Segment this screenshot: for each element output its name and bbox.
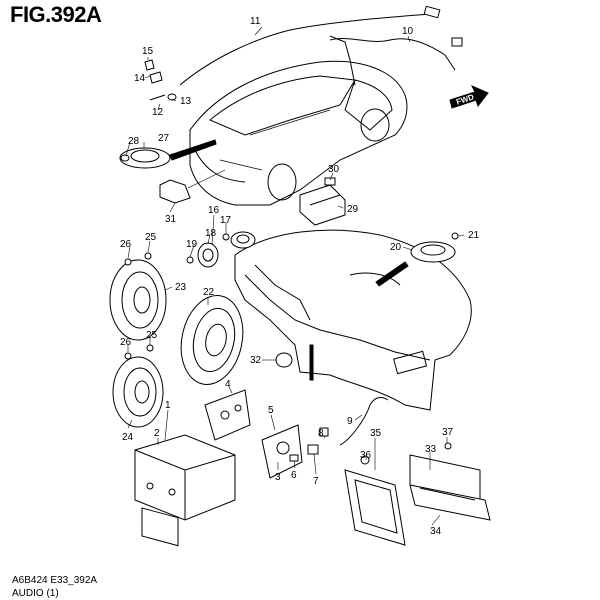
front-speaker-large [180,295,244,385]
callout-3: 3 [275,472,281,483]
callout-20: 20 [390,242,402,253]
plug [275,352,293,368]
callout-23: 23 [175,282,187,293]
callout-25: 25 [145,232,157,243]
callout-36: 36 [360,450,372,461]
diagram-subtitle: AUDIO (1) [12,588,59,599]
callout-35: 35 [370,428,382,439]
callout-7: 7 [313,476,319,487]
trim-bezel [344,455,406,546]
door-speaker-upper [109,252,167,341]
callout-34: 34 [430,526,442,537]
callout-13: 13 [180,96,192,107]
tweeters-center [186,231,256,268]
callout-18: 18 [205,228,217,239]
fwd-arrow-badge: FWD [449,84,489,109]
callout-29: 29 [347,204,359,215]
callout-5: 5 [268,405,274,416]
callout-2: 2 [154,428,160,439]
callout-27: 27 [158,133,170,144]
callout-8: 8 [318,428,324,439]
door-speaker-lower [112,344,164,428]
bracket [159,169,226,204]
callout-21: 21 [468,230,480,241]
model-code: A6B424 E33_392A [12,575,98,586]
small-clips [144,59,177,101]
callout-19: 19 [186,239,198,250]
callout-15: 15 [142,46,154,57]
callout-4: 4 [225,379,231,390]
callout-17: 17 [220,215,232,226]
callout-6: 6 [291,470,297,481]
antenna-cable [179,5,463,86]
callout-22: 22 [203,287,215,298]
callout-28: 28 [128,136,140,147]
callout-14: 14 [134,73,146,84]
callout-31: 31 [165,214,177,225]
callout-26: 26 [120,239,132,250]
callout-30: 30 [328,164,340,175]
dashboard [234,229,472,411]
storage-pocket [409,442,491,521]
callout-32: 32 [250,355,262,366]
head-unit [134,434,236,547]
figure-title: FIG.392A [10,2,102,27]
callout-12: 12 [152,107,164,118]
amplifier [299,177,346,226]
callout-labels: 11 10 15 14 12 13 28 27 31 30 29 16 17 1… [120,16,480,537]
small-connectors [289,397,389,462]
tweeter-right [410,232,459,263]
car-body [189,60,408,206]
rear-speaker [119,139,217,169]
callout-37: 37 [442,427,454,438]
callout-11: 11 [250,16,261,27]
mount-bracket-5 [261,424,303,479]
callout-33: 33 [425,444,437,455]
mount-bracket-4 [204,389,251,441]
fwd-label: FWD [455,92,475,106]
callout-25b: 25 [146,330,158,341]
callout-16: 16 [208,205,220,216]
callout-26b: 26 [120,337,132,348]
callout-10: 10 [402,26,414,37]
callout-1: 1 [165,400,171,411]
callout-24: 24 [122,432,134,443]
callout-9: 9 [347,416,353,427]
leader-lines [125,26,465,526]
